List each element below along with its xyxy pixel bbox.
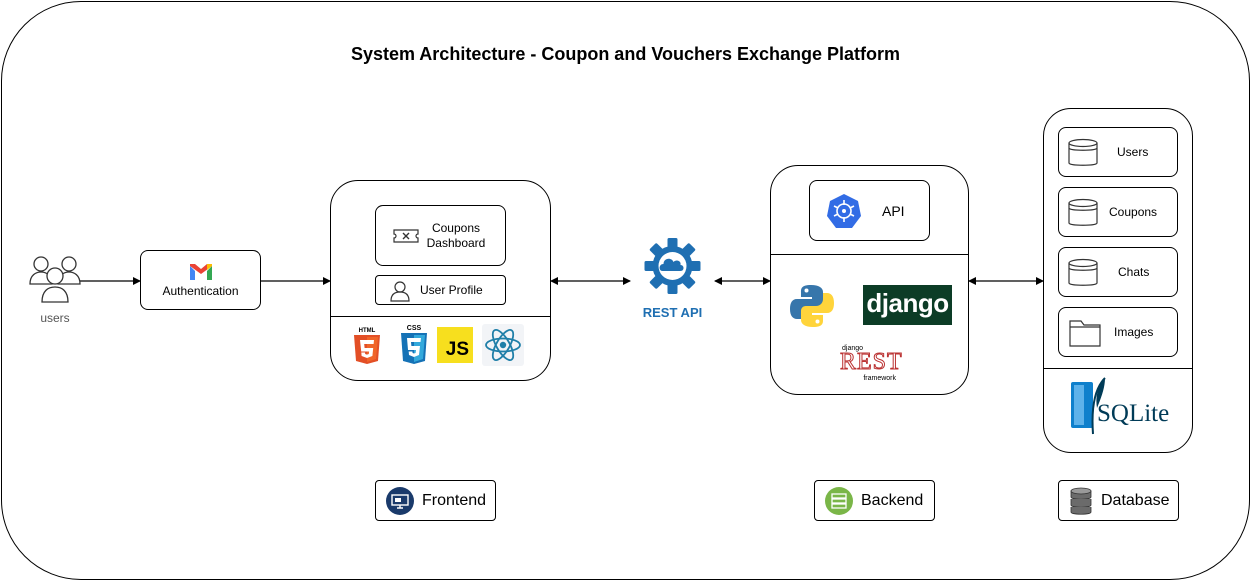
database-divider: [1044, 368, 1192, 369]
sqlite-label: SQLite: [1097, 400, 1170, 427]
legend-database-label: Database: [1101, 491, 1170, 509]
backend-divider: [771, 254, 968, 255]
users-icon: [28, 254, 82, 306]
db-table-label: Coupons: [1109, 204, 1158, 219]
rest-api-label: REST API: [642, 305, 703, 320]
user-icon: [390, 281, 410, 302]
db-table-users[interactable]: Users: [1058, 127, 1178, 177]
user-profile-box[interactable]: User Profile: [375, 275, 506, 305]
gmail-icon: [189, 263, 212, 280]
server-icon: [825, 486, 853, 515]
html5-text: HTML: [359, 328, 376, 334]
css3-text: CSS: [407, 325, 422, 332]
database-stack-icon: [1069, 486, 1093, 516]
drf-mid-label: REST: [840, 349, 903, 376]
javascript-text: JS: [445, 339, 469, 360]
django-rest-framework-logo: django REST framework: [840, 344, 903, 386]
legend-backend-label: Backend: [861, 491, 924, 509]
sqlite-logo: SQLite: [1065, 376, 1171, 436]
legend-frontend: Frontend: [375, 480, 496, 521]
rest-api-node: REST API: [630, 234, 715, 324]
gear-cloud-icon: [644, 238, 701, 294]
python-icon: [789, 283, 835, 329]
authentication-box[interactable]: Authentication: [140, 250, 261, 310]
users-label: users: [40, 311, 70, 325]
drf-top-label: django: [842, 345, 864, 352]
coupons-dashboard-label: Coupons Dashboard: [426, 220, 486, 250]
database-cylinder-icon: [1068, 198, 1098, 226]
django-logo: django: [863, 285, 952, 325]
database-cylinder-icon: [1068, 138, 1098, 166]
monitor-icon: [386, 486, 414, 515]
api-box[interactable]: API: [809, 180, 930, 241]
diagram-title: System Architecture - Coupon and Voucher…: [350, 44, 901, 64]
drf-bottom-label: framework: [863, 375, 896, 382]
db-table-coupons[interactable]: Coupons: [1058, 187, 1178, 237]
database-cylinder-icon: [1068, 258, 1098, 286]
css3-icon: CSS: [397, 323, 431, 365]
frontend-divider: [331, 316, 550, 317]
db-table-chats[interactable]: Chats: [1058, 247, 1178, 297]
coupons-dashboard-box[interactable]: Coupons Dashboard: [375, 205, 506, 266]
db-table-label: Chats: [1118, 264, 1150, 279]
sqlite-feather-icon: [1071, 377, 1106, 435]
html5-icon: HTML: [351, 325, 383, 365]
legend-database: Database: [1058, 480, 1179, 521]
ticket-icon: [393, 229, 419, 243]
authentication-label: Authentication: [162, 283, 239, 298]
db-table-images[interactable]: Images: [1058, 307, 1178, 357]
api-label: API: [882, 202, 905, 219]
db-table-label: Users: [1117, 144, 1149, 159]
folder-icon: [1069, 320, 1101, 347]
legend-frontend-label: Frontend: [422, 491, 487, 509]
kubernetes-api-icon: [827, 194, 861, 228]
legend-backend: Backend: [814, 480, 935, 521]
react-icon: [482, 324, 524, 366]
user-profile-label: User Profile: [420, 282, 483, 297]
db-table-label: Images: [1114, 324, 1154, 339]
django-label: django: [866, 287, 949, 318]
javascript-icon: JS: [437, 327, 473, 363]
